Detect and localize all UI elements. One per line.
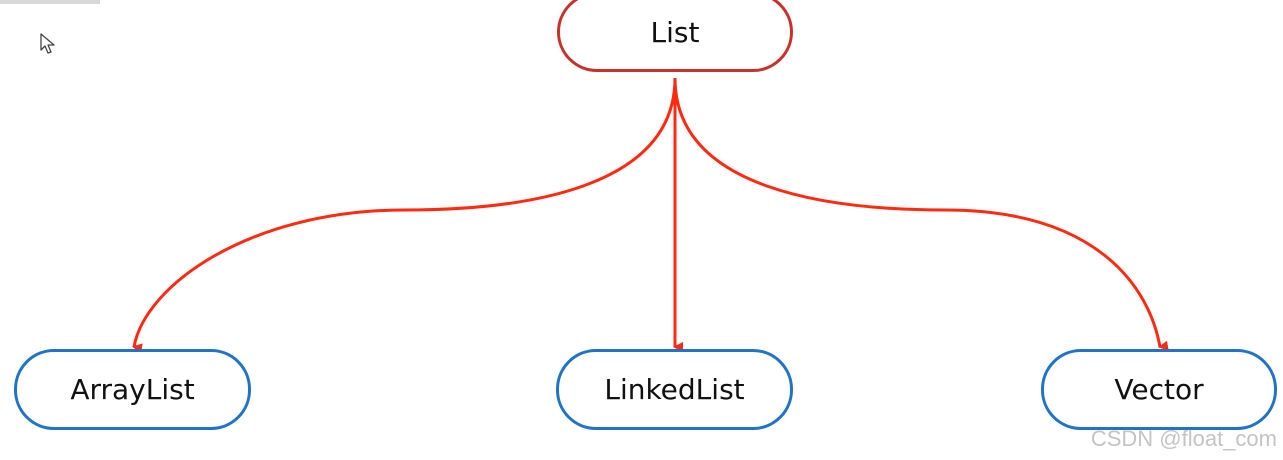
node-linkedlist-label: LinkedList [604, 373, 745, 406]
node-vector-label: Vector [1114, 373, 1204, 406]
node-vector: Vector [1041, 349, 1277, 430]
node-arraylist: ArrayList [14, 349, 251, 430]
mouse-pointer-icon [40, 33, 55, 54]
node-linkedlist: LinkedList [556, 349, 793, 430]
cropped-top-text [0, 0, 100, 4]
watermark-text: CSDN @float_com [1090, 426, 1277, 451]
edge-list-to-arraylist [132, 77, 677, 354]
node-list: List [557, 0, 793, 72]
node-list-label: List [650, 15, 700, 49]
node-arraylist-label: ArrayList [70, 373, 195, 406]
edge-list-to-vector [673, 77, 1169, 351]
